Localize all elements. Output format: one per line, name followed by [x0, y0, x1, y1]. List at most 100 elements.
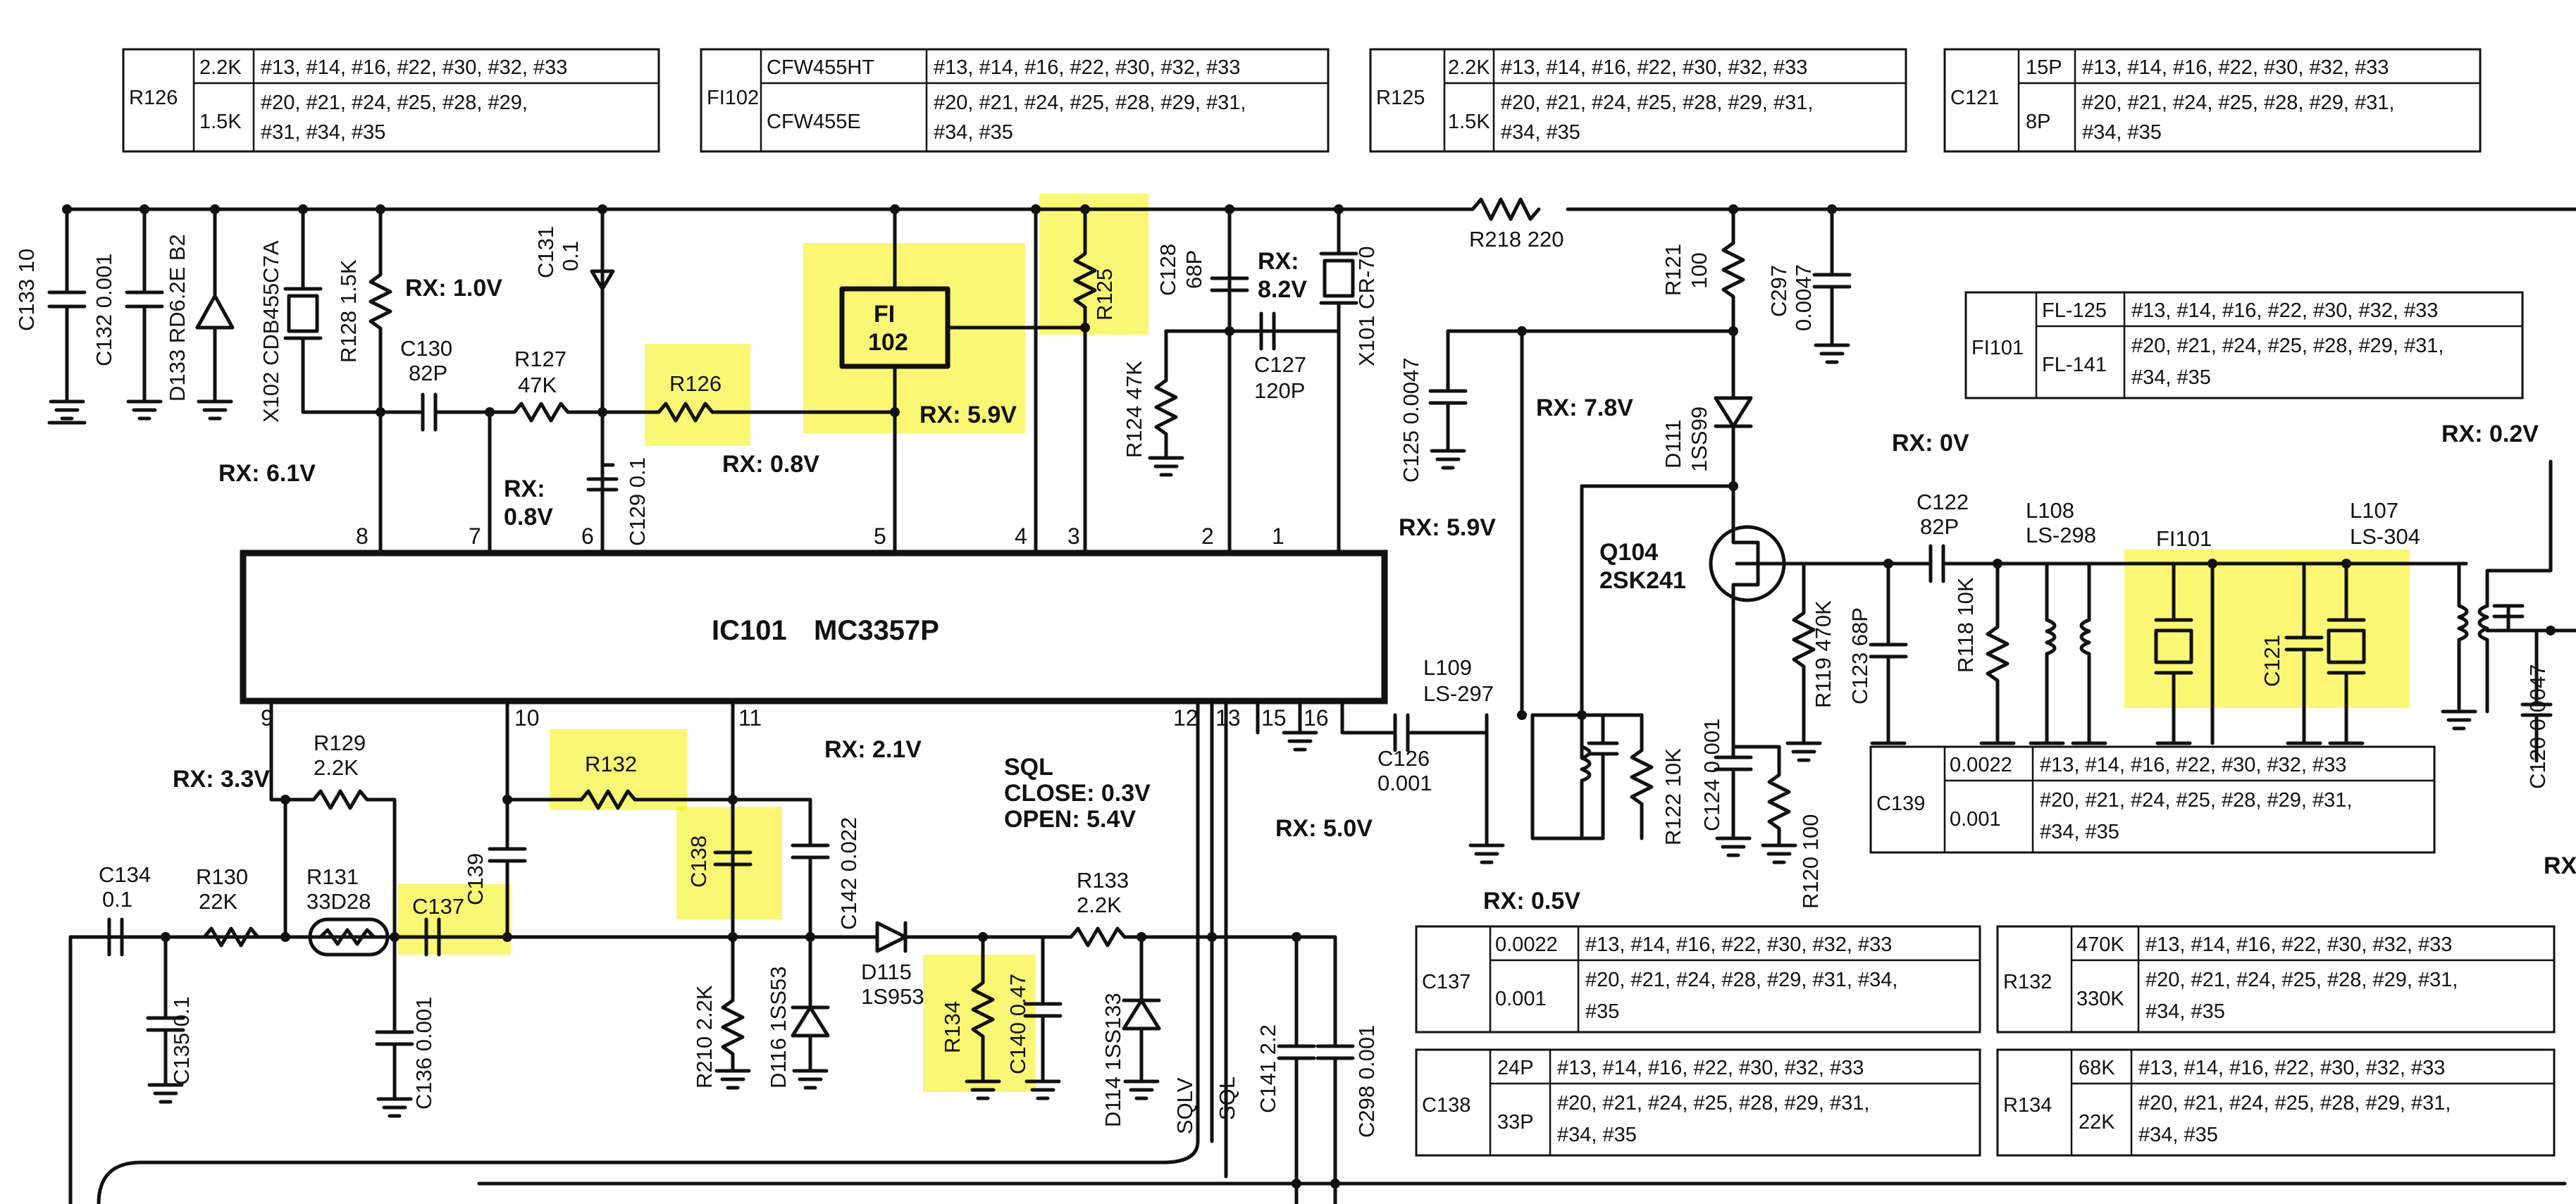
label-r118: R118 10K [1953, 577, 1978, 673]
label-c123: C123 68P [1847, 607, 1872, 705]
label-r134: R134 [940, 1001, 965, 1053]
label-r128: R128 1.5K [336, 259, 361, 363]
label-d114: D114 1SS133 [1101, 993, 1125, 1127]
table-c121-ref: C121 [1950, 87, 1999, 109]
voltage-rx-3-3v: RX: 3.3V [173, 766, 270, 793]
voltage-rx-0v: RX: 0V [1892, 430, 1969, 457]
table-c137-models-1: #20, #21, #24, #28, #29, #31, #34, [1585, 969, 1897, 991]
label-c121: C121 [2260, 635, 2284, 687]
label-c128-value: 68P [1182, 250, 1206, 289]
table-r126-models-0: #13, #14, #16, #22, #30, #32, #33 [261, 56, 567, 79]
label-c126: C126 [1377, 746, 1430, 771]
table-r132-ref: R132 [2003, 971, 2052, 993]
label-r124: R124 47K [1122, 361, 1146, 458]
table-fi101-models-1: #20, #21, #24, #25, #28, #29, #31, [2131, 335, 2444, 357]
table-r132-models-1: #20, #21, #24, #25, #28, #29, #31, [2145, 969, 2458, 991]
table-r126-models-1b: #31, #34, #35 [261, 121, 385, 144]
table-c137-models-1b: #35 [1585, 1000, 1619, 1023]
table-c137: C137 0.0022 #13, #14, #16, #22, #30, #32… [1415, 925, 1981, 1034]
label-c126-value: 0.001 [1377, 771, 1432, 795]
voltage-rx-5-9v-pin1: RX: 5.9V [1399, 514, 1496, 541]
label-c131: C131 [533, 226, 558, 278]
table-fi101-val-1: FL-141 [2042, 354, 2107, 376]
table-c121-val-0: 15P [2026, 56, 2062, 79]
label-c120: C120 0.0047 [2525, 664, 2550, 789]
label-r131-value: 33D28 [306, 889, 371, 914]
label-d111-value: 1SS99 [1687, 406, 1711, 472]
highlight-regions [398, 194, 2410, 1092]
label-c124: C124 0.001 [1699, 719, 1724, 831]
highlight-c137 [398, 884, 511, 955]
label-fi102: FI [874, 301, 895, 328]
label-c142: C142 0.022 [836, 817, 861, 930]
table-c139-ref: C139 [1876, 793, 1925, 815]
table-r134-val-0: 68K [2079, 1057, 2115, 1079]
table-fi102-val-0: CFW455HT [767, 56, 874, 79]
voltage-rx-label-2: RX: [1258, 248, 1299, 275]
highlight-r125 [1039, 194, 1148, 335]
voltage-rx-0-5v: RX: 0.5V [1483, 888, 1580, 914]
voltage-rx-7-8v: RX: 7.8V [1536, 395, 1633, 421]
label-sql: SQL [1215, 1076, 1239, 1120]
label-c141: C141 2.2 [1256, 1024, 1280, 1113]
table-r125: R125 2.2K #13, #14, #16, #22, #30, #32, … [1369, 48, 1907, 153]
table-c121-models-1: #20, #21, #24, #25, #28, #29, #31, [2082, 92, 2394, 114]
label-c130: C130 [400, 336, 452, 361]
label-r133: R133 [1077, 868, 1129, 893]
ic101-part: MC3357P [814, 615, 939, 646]
pin-3: 3 [1067, 523, 1080, 549]
table-r134-models-1b: #34, #35 [2138, 1124, 2218, 1146]
pin-13: 13 [1215, 705, 1241, 731]
voltage-rx-6-1v: RX: 6.1V [218, 460, 316, 487]
table-r126-models-1: #20, #21, #24, #25, #28, #29, [261, 92, 528, 114]
table-r132-val-0: 470K [2076, 933, 2124, 956]
label-c122: C122 [1916, 490, 1969, 514]
table-r126: R126 2.2K #13, #14, #16, #22, #30, #32, … [122, 48, 660, 153]
table-r134-models-1: #20, #21, #24, #25, #28, #29, #31, [2138, 1092, 2451, 1115]
table-c137-val-1: 0.001 [1495, 988, 1547, 1010]
sql-label: SQL [1004, 754, 1053, 781]
label-c135: C135 0.1 [169, 996, 194, 1085]
label-c297-value: 0.0047 [1791, 264, 1816, 331]
table-fi101-models-1b: #34, #35 [2131, 366, 2211, 389]
table-r125-models-1b: #34, #35 [1501, 121, 1580, 144]
table-fi101: FI101 FL-125 #13, #14, #16, #22, #30, #3… [1964, 291, 2524, 399]
label-c136: C136 0.001 [411, 997, 436, 1110]
label-c133: C133 10 [14, 249, 39, 331]
table-c137-val-0: 0.0022 [1495, 933, 1558, 956]
component-labels: C133 10 C132 0.001 D133 RD6.2E B2 X102 C… [14, 226, 2550, 1138]
label-x102: X102 CDB455C7A [259, 240, 283, 423]
table-c138: C138 24P #13, #14, #16, #22, #30, #32, #… [1415, 1048, 1981, 1157]
voltage-0-8v: 0.8V [504, 504, 553, 530]
table-c139-models-1b: #34, #35 [2040, 821, 2119, 843]
highlight-r132 [550, 729, 687, 810]
label-c134-value: 0.1 [102, 887, 132, 912]
label-r132: R132 [585, 752, 637, 776]
sql-open-voltage: OPEN: 5.4V [1004, 806, 1136, 833]
pin-4: 4 [1015, 523, 1027, 549]
label-c132: C132 0.001 [92, 254, 116, 366]
highlight-r134-c140 [923, 955, 1036, 1092]
voltage-8-2v: 8.2V [1258, 276, 1307, 303]
label-c129: C129 0.1 [625, 457, 650, 546]
label-c128: C128 [1156, 244, 1180, 296]
label-q104: Q104 [1599, 539, 1658, 566]
table-c139-val-0: 0.0022 [1950, 754, 2012, 776]
table-fi102-val-1: CFW455E [767, 111, 861, 133]
label-r121: R121 [1661, 244, 1685, 296]
label-c127-value: 120P [1254, 378, 1305, 403]
label-l108: L108 [2026, 498, 2074, 523]
label-r125: R125 [1092, 268, 1117, 321]
table-c137-ref: C137 [1422, 971, 1470, 993]
voltage-rx-label: RX: [504, 476, 545, 502]
label-r129: R129 [314, 731, 366, 755]
voltage-rx-edge: RX [2544, 852, 2576, 879]
table-r125-models-0: #13, #14, #16, #22, #30, #32, #33 [1501, 56, 1807, 79]
pin-7: 7 [469, 523, 481, 549]
label-r127-value: 47K [518, 373, 557, 397]
pin-16: 16 [1304, 705, 1329, 731]
voltage-rx-0-8v: RX: 0.8V [722, 451, 819, 478]
table-c138-ref: C138 [1422, 1094, 1470, 1117]
voltage-rx-1-0v: RX: 1.0V [405, 275, 502, 302]
table-c138-val-0: 24P [1497, 1057, 1534, 1079]
